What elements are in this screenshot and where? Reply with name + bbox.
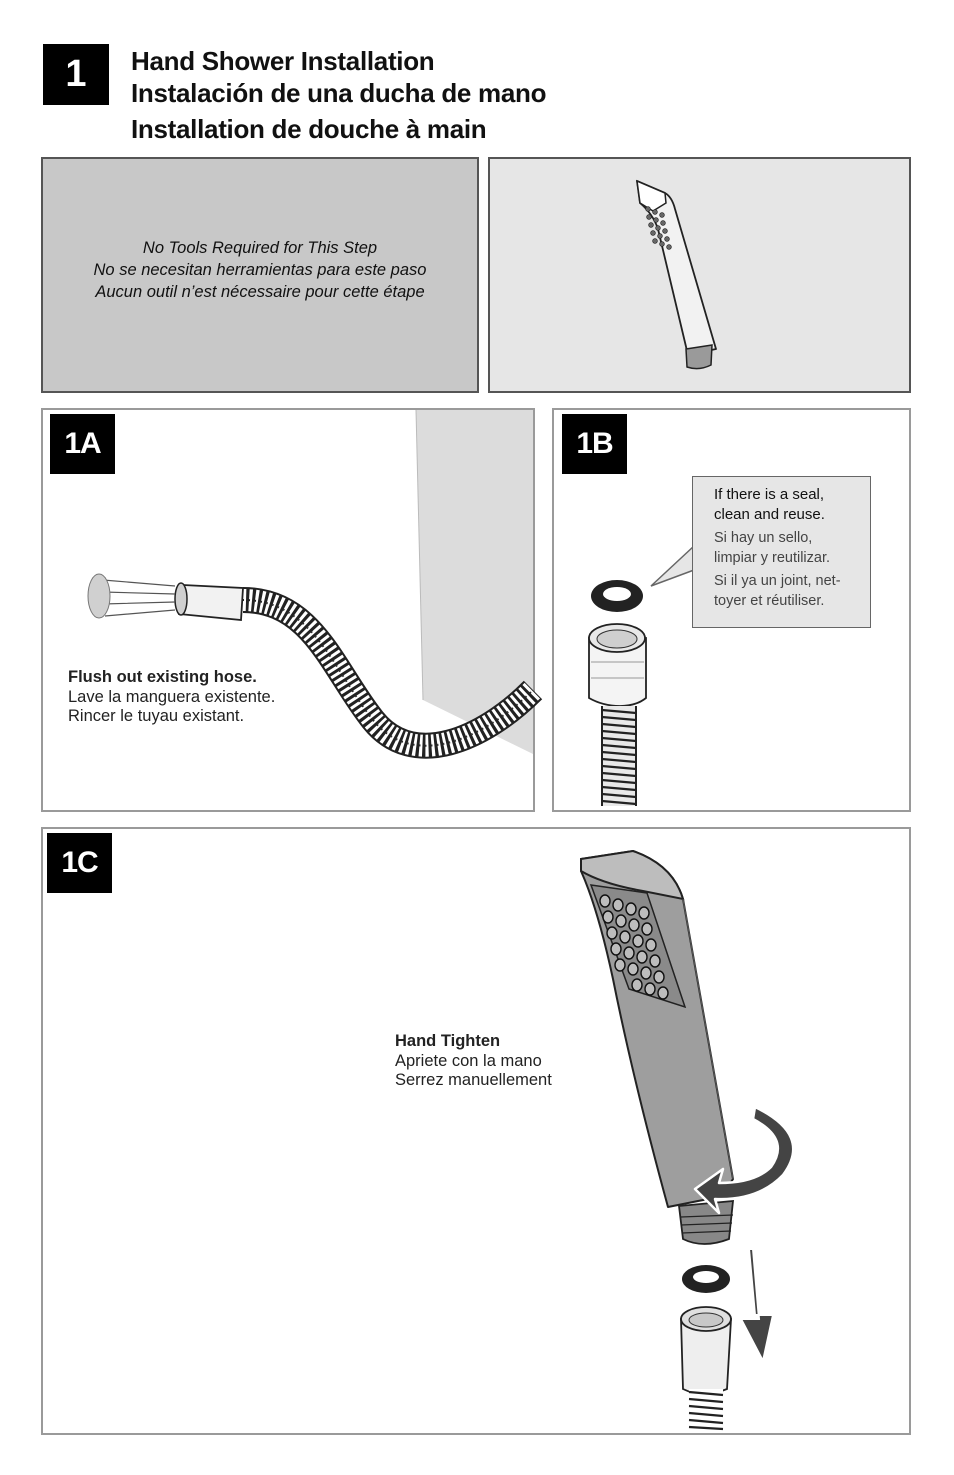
title-english: Hand Shower Installation (131, 46, 435, 76)
step-1c-instruction-spanish: Apriete con la mano (395, 1051, 542, 1070)
step-1a-instruction-english: Flush out existing hose. (68, 668, 257, 686)
step-1a-badge: 1A (50, 414, 115, 474)
step-1c-instruction-french: Serrez manuellement (395, 1071, 552, 1089)
step-1c-panel (41, 827, 911, 1435)
callout-english-line1: If there is a seal, (714, 486, 825, 503)
step-1c-badge: 1C (47, 833, 112, 893)
flush-hose-illustration (87, 409, 543, 759)
step-1a-panel (41, 408, 543, 812)
callout-spanish-line2: limpiar y reutilizar. (714, 550, 831, 566)
no-tools-english: No Tools Required for This Step (142, 239, 378, 257)
seal-and-hose-illustration (588, 545, 695, 806)
hand-shower-icon (636, 179, 717, 370)
no-tools-french: Aucun outil n’est nécessaire pour cette … (95, 283, 425, 301)
step-1a-instruction-french: Rincer le tuyau existant. (68, 707, 245, 725)
step-number-badge: 1 (43, 44, 109, 105)
callout-french-line1: Si il ya un joint, net- (714, 573, 841, 589)
callout-french-line2: toyer et réutiliser. (714, 593, 825, 609)
title-french: Installation de douche à main (131, 114, 487, 144)
no-tools-panel: No Tools Required for This Step No se ne… (41, 157, 479, 393)
hand-shower-product-panel (488, 157, 911, 393)
step-1c-instruction-english: Hand Tighten (395, 1032, 501, 1050)
step-1b-badge: 1B (562, 414, 627, 474)
seal-callout-box: If there is a seal, clean and reuse. Si … (692, 476, 871, 628)
step-1a-instruction-spanish: Lave la manguera existente. (68, 687, 276, 706)
title-spanish: Instalación de una ducha de mano (131, 78, 547, 108)
callout-english-line2: clean and reuse. (714, 506, 825, 523)
no-tools-spanish: No se necesitan herramientas para este p… (93, 261, 427, 279)
callout-spanish-line1: Si hay un sello, (714, 530, 813, 546)
attach-hand-shower-illustration (580, 849, 795, 1431)
